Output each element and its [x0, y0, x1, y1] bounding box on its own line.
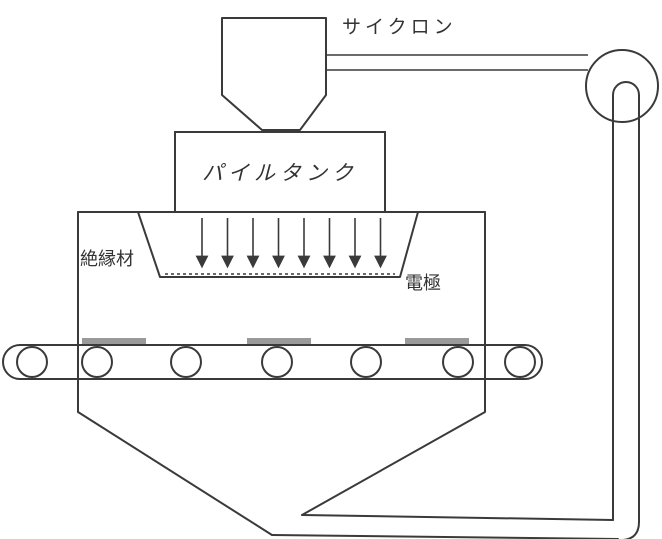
pile-strip: [405, 338, 469, 344]
conveyor-roller: [16, 346, 48, 378]
conveyor-belt: [2, 344, 543, 380]
cyclone-label: サイクロン: [342, 16, 457, 38]
conveyor-roller: [81, 346, 113, 378]
conveyor-roller: [442, 346, 474, 378]
pile-strip: [247, 338, 311, 344]
pile-tank-label: パイルタンク: [202, 161, 358, 185]
insulator-label: 絶縁材: [80, 249, 134, 270]
duct-top: [326, 54, 588, 71]
flock-arrows: [195, 218, 387, 269]
conveyor-roller: [504, 346, 536, 378]
return-duct: [271, 514, 619, 539]
conveyor-roller: [170, 346, 202, 378]
cyclone: [221, 17, 327, 131]
conveyor-roller: [350, 346, 382, 378]
return-loop: [585, 49, 659, 539]
electrode-label: 電極: [405, 273, 441, 294]
chamber: [77, 211, 486, 536]
pile-strip: [82, 338, 146, 344]
electrode-tray: [137, 211, 419, 278]
conveyor-rollers: [16, 346, 536, 378]
pile-tank: [174, 131, 386, 213]
conveyor-roller: [261, 346, 293, 378]
pile-strips: [82, 338, 469, 344]
